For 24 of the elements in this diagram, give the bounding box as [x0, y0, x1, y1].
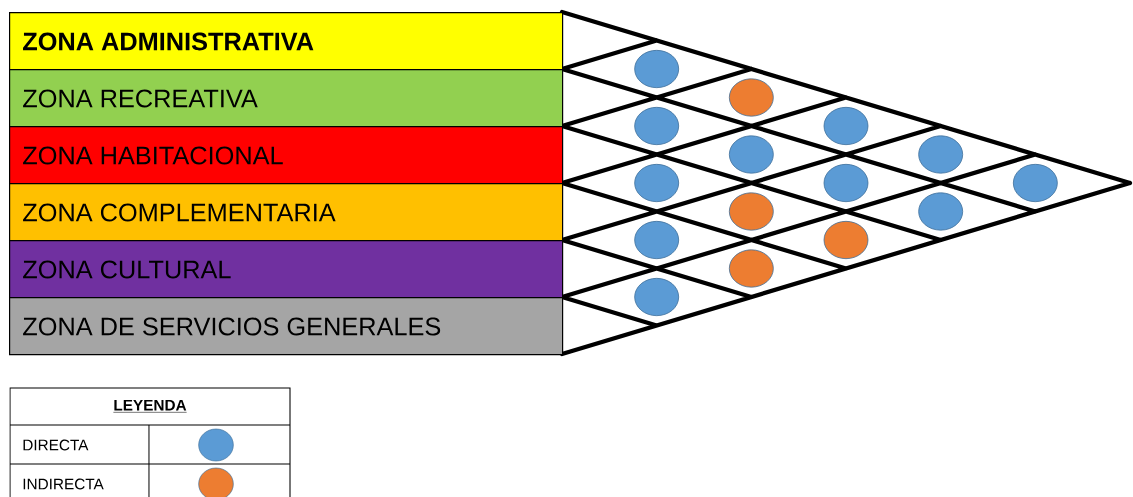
relation-circle [634, 277, 680, 317]
zone-box: ZONA ADMINISTRATIVA [9, 12, 564, 71]
relation-circle [823, 106, 869, 146]
relation-circle [823, 220, 869, 260]
relation-circle [1012, 163, 1058, 203]
legend-text: DIRECTA [23, 439, 89, 451]
zone-box: ZONA RECREATIVA [9, 69, 564, 128]
zone-box: ZONA COMPLEMENTARIA [9, 183, 564, 242]
zone-box: ZONA HABITACIONAL [9, 126, 564, 185]
relation-circle [728, 78, 774, 117]
legend-heading: LEYENDA [113, 399, 187, 413]
zone-box: ZONA DE SERVICIOS GENERALES [9, 297, 564, 356]
relation-circle [918, 192, 964, 231]
relation-circle [728, 135, 774, 174]
relation-circle [634, 49, 680, 89]
relation-circle [728, 249, 774, 288]
relation-circle [634, 106, 680, 146]
relation-circle [728, 192, 774, 231]
zone-box: ZONA CULTURAL [9, 240, 564, 299]
relation-circle [634, 163, 680, 203]
relation-circle [634, 220, 680, 260]
relation-circle [918, 135, 964, 174]
relation-circle [823, 163, 869, 203]
legend-text: INDIRECTA [23, 478, 104, 490]
